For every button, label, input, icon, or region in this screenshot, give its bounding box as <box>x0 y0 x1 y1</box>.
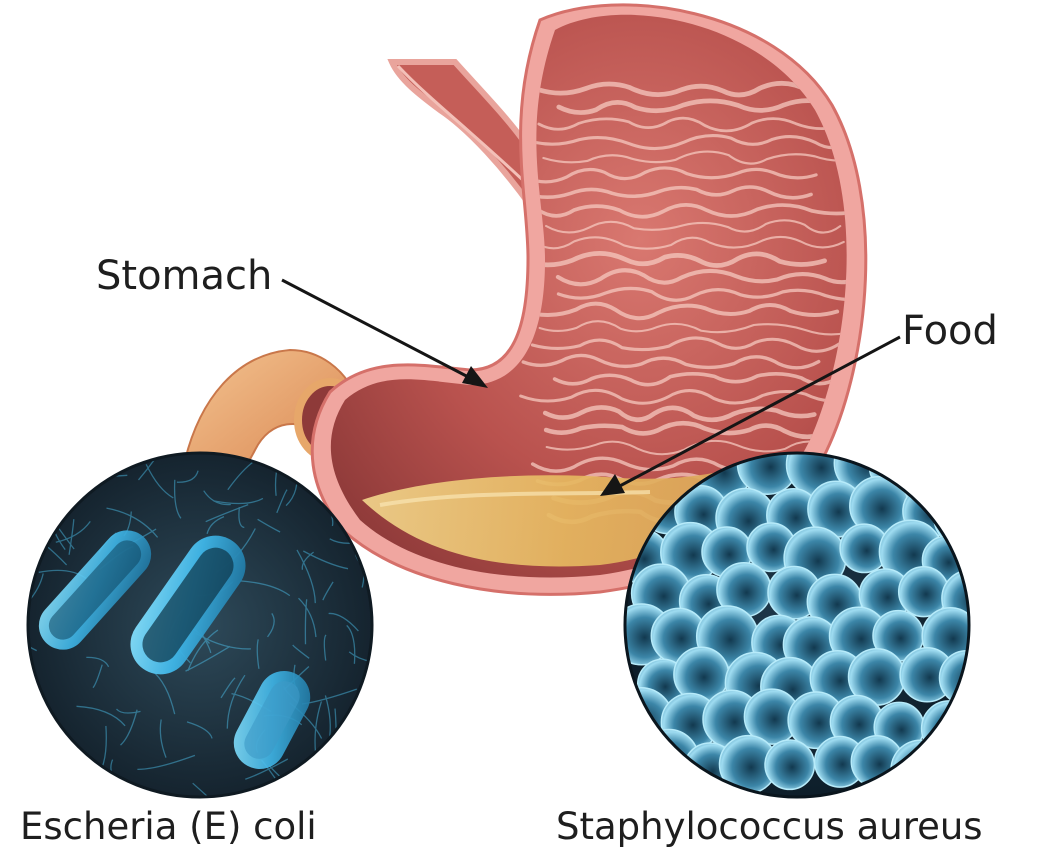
ecoli-caption: Escheria (E) coli <box>20 808 317 845</box>
stomach-label: Stomach <box>96 256 272 296</box>
flagellum <box>82 772 110 792</box>
staph-coccus <box>922 701 977 756</box>
flagellum <box>46 735 72 788</box>
staph-caption: Staphylococcus aureus <box>556 808 983 845</box>
flagellum <box>37 524 58 529</box>
staph-coccus <box>953 740 1001 788</box>
staph-coccus <box>916 438 968 490</box>
food-label: Food <box>902 311 998 351</box>
flagellum <box>54 750 87 799</box>
staph-coccus <box>765 740 814 789</box>
esophagus <box>392 62 530 205</box>
staph-coccus <box>891 740 950 799</box>
